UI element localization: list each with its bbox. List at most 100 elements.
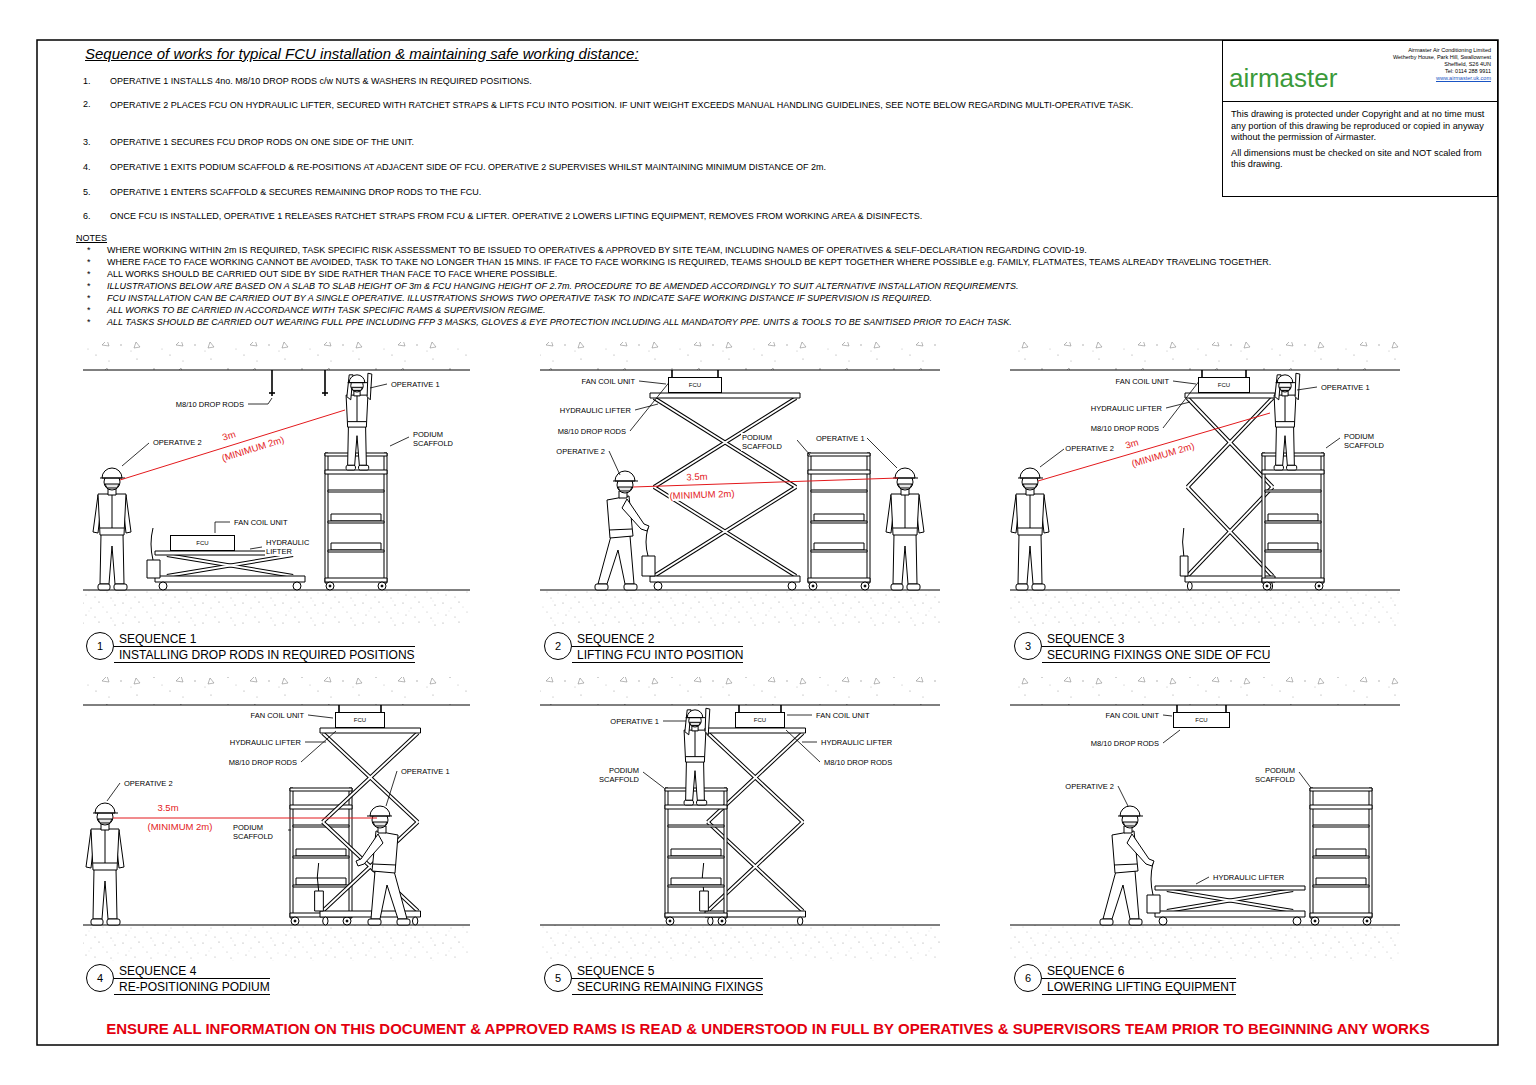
- sequence-title: LOWERING LIFTING EQUIPMENT: [1042, 980, 1236, 995]
- distance-dimension: 3.5m: [156, 803, 179, 813]
- lifter-callout: HYDRAULIC LIFTER: [265, 538, 321, 556]
- address-line: Wetherby House, Park Hill, Swallownest: [1393, 54, 1491, 61]
- leader-line: [635, 404, 658, 410]
- sequence-number-text: 6: [1025, 972, 1031, 984]
- sequence-number: 5: [544, 964, 572, 992]
- notice-text: This drawing is protected under Copyrigh…: [1231, 109, 1490, 144]
- note-bullet: *: [87, 257, 91, 268]
- leader-line: [786, 730, 820, 762]
- fan-coil-unit: FCU: [170, 535, 235, 551]
- sequence-number: 3: [1014, 632, 1042, 660]
- note-bullet: *: [87, 317, 91, 328]
- sequence-number-text: 5: [555, 972, 561, 984]
- web-address: www.airmaster.uk.com: [1393, 75, 1491, 82]
- sequence-number-text: 3: [1025, 640, 1031, 652]
- leader-line: [301, 731, 336, 762]
- sequence-title: SECURING FIXINGS ONE SIDE OF FCU: [1042, 648, 1270, 663]
- leader-line: [630, 380, 671, 431]
- distance-dimension: (MINIMUM 2m): [668, 489, 735, 502]
- note-text: WHERE FACE TO FACE WORKING CANNOT BE AVO…: [107, 257, 1271, 268]
- leader-line: [663, 721, 686, 722]
- concrete-slab: [83, 925, 470, 961]
- title-block: Airmaster Air Conditioning LimitedWether…: [1222, 40, 1498, 197]
- note-bullet: *: [87, 293, 91, 304]
- operative-callout: OPERATIVE 1: [390, 380, 441, 389]
- note-bullet: *: [87, 281, 91, 292]
- sequence-title: LIFTING FCU INTO POSITION: [572, 648, 743, 663]
- step-number: 3.: [83, 137, 91, 148]
- drop-rods: [271, 370, 273, 396]
- sequence-3-illustration: [1274, 373, 1300, 470]
- concrete-slab: [1010, 705, 1400, 706]
- concrete-slab: [540, 677, 940, 705]
- distance-dimension: (MINIMUM 2m): [147, 822, 214, 832]
- distance-line: [113, 410, 1270, 818]
- drop-rod-callout: M8/10 DROP RODS: [175, 400, 245, 409]
- drop-rod-callout: M8/10 DROP RODS: [1090, 739, 1160, 748]
- sequence-5-illustration: [665, 788, 727, 925]
- operative-callout: OPERATIVE 2: [1064, 444, 1115, 453]
- fan-coil-unit: FCU: [1198, 377, 1250, 393]
- sequence-heading: SEQUENCE 3: [1042, 632, 1270, 647]
- operative-callout: OPERATIVE 2: [123, 779, 174, 788]
- sequence-number-text: 1: [97, 640, 103, 652]
- company-logo: airmaster: [1229, 65, 1337, 91]
- concrete-slab: [1010, 925, 1400, 926]
- logo-panel: Airmaster Air Conditioning LimitedWether…: [1223, 41, 1497, 102]
- unit-label: FCU: [1195, 717, 1207, 724]
- sequence-heading: SEQUENCE 2: [572, 632, 743, 647]
- leader-line: [609, 451, 620, 475]
- leader-line: [390, 437, 409, 446]
- note-text: ALL WORKS SHOULD BE CARRIED OUT SIDE BY …: [107, 269, 557, 280]
- sequence-3-illustration: [1011, 373, 1324, 590]
- leader-line: [1196, 877, 1209, 884]
- step-number: 2.: [83, 99, 91, 110]
- step-number: 1.: [83, 76, 91, 87]
- fcu-callout: FAN COIL UNIT: [233, 518, 288, 527]
- sequence-3-illustration: [1011, 468, 1049, 590]
- sequence-6-illustration: [1147, 863, 1305, 925]
- sequence-3-illustration: [1262, 453, 1324, 590]
- sequence-1-illustration: [346, 373, 372, 470]
- drop-rod-callout: M8/10 DROP RODS: [228, 758, 298, 767]
- leader-line: [797, 440, 810, 455]
- distance-line: [1038, 413, 1270, 481]
- concrete-slab: [1010, 677, 1400, 705]
- sequence-2-illustration: [808, 453, 870, 590]
- operative-callout: OPERATIVE 1: [1320, 383, 1371, 392]
- sequence-number: 4: [86, 964, 114, 992]
- drop-rod-callout: M8/10 DROP RODS: [557, 427, 627, 436]
- sequence-4-illustration: [356, 806, 410, 925]
- step-text: ONCE FCU IS INSTALLED, OPERATIVE 1 RELEA…: [110, 211, 922, 222]
- sequence-2-illustration: [595, 471, 649, 590]
- sequence-heading: SEQUENCE 6: [1042, 964, 1236, 979]
- leader-line: [248, 398, 272, 404]
- step-text: OPERATIVE 1 SECURES FCU DROP RODS ON ONE…: [110, 137, 414, 148]
- drop-rods: [269, 392, 275, 394]
- leader-line: [1118, 786, 1128, 806]
- concrete-slab: [540, 925, 940, 926]
- notice-block: This drawing is protected under Copyrigh…: [1223, 102, 1497, 177]
- sequence-5-illustration: [684, 708, 710, 805]
- warning-banner: ENSURE ALL INFORMATION ON THIS DOCUMENT …: [106, 1020, 1429, 1038]
- sequence-number-text: 2: [555, 640, 561, 652]
- note-text: ALL WORKS TO BE CARRIED IN ACCORDANCE WI…: [107, 305, 546, 316]
- leader-line: [867, 438, 897, 468]
- step-number: 6.: [83, 211, 91, 222]
- sequence-1-illustration: [325, 453, 387, 590]
- leader-line: [639, 381, 666, 384]
- leader-line: [1166, 402, 1190, 408]
- sequence-1-illustration: [93, 373, 387, 590]
- unit-label: FCU: [354, 717, 366, 724]
- step-text: OPERATIVE 2 PLACES FCU ON HYDRAULIC LIFT…: [110, 99, 1155, 112]
- leader-line: [787, 715, 812, 716]
- concrete-slab: [83, 590, 470, 626]
- sequence-1-illustration: [93, 468, 131, 590]
- sequence-2-illustration: [886, 468, 924, 590]
- sequence-heading: SEQUENCE 5: [572, 964, 763, 979]
- fcu-callout: FAN COIL UNIT: [1115, 377, 1170, 386]
- fan-coil-unit: FCU: [668, 377, 722, 393]
- scaffold-callout: PODIUM SCAFFOLD: [1343, 432, 1399, 450]
- distance-dimension: 3.5m: [685, 472, 708, 483]
- drop-rod-callout: M8/10 DROP RODS: [823, 758, 893, 767]
